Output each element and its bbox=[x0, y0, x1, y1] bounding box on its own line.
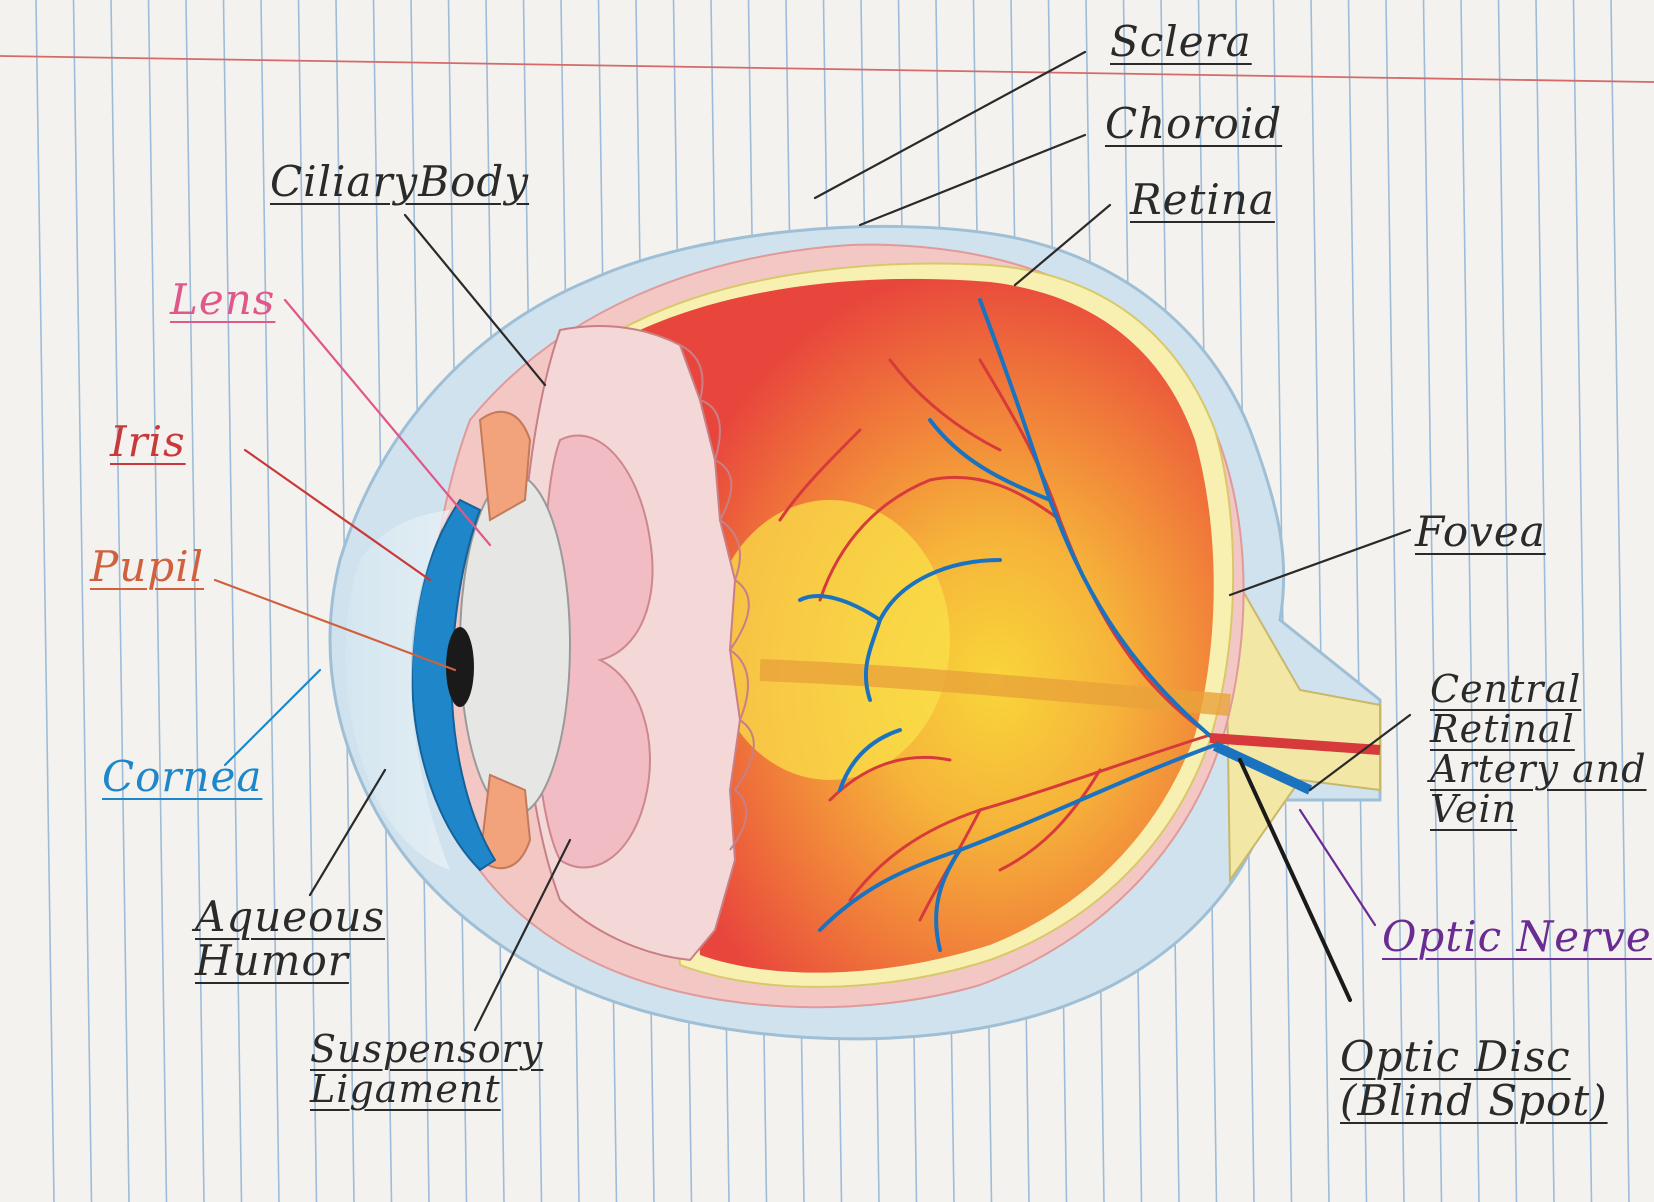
label-aqueous-humor: Aqueous Humor bbox=[195, 892, 386, 986]
optic-fibre-band bbox=[759, 659, 1231, 716]
label-aqueous-humor-line1: Aqueous bbox=[195, 892, 386, 941]
label-suspensory-ligament-line2: Ligament bbox=[310, 1066, 501, 1111]
fovea-leader bbox=[1228, 528, 1412, 597]
sclera-leader bbox=[813, 50, 1087, 200]
optic-nerve-shape bbox=[1223, 556, 1381, 884]
rule-line bbox=[185, 0, 205, 1202]
optic-disc-leader bbox=[1238, 758, 1352, 1002]
label-ciliary-body: CiliaryBody bbox=[270, 157, 530, 206]
lens-leader bbox=[283, 298, 492, 547]
rule-line bbox=[1497, 0, 1518, 1202]
rule-line bbox=[222, 0, 243, 1202]
ciliary-scallops bbox=[679, 344, 755, 851]
label-central-retinal-line3: Artery and bbox=[1430, 746, 1647, 791]
label-optic-disc: Optic Disc (Blind Spot) bbox=[1340, 1032, 1608, 1126]
choroid-leader bbox=[858, 133, 1087, 227]
label-central-retinal-line1: Central bbox=[1430, 667, 1582, 711]
label-aqueous-humor-line2: Humor bbox=[195, 936, 349, 986]
label-suspensory-ligament: Suspensory Ligament bbox=[310, 1027, 544, 1111]
notebook-margin-line bbox=[0, 55, 1654, 83]
label-pupil: Pupil bbox=[90, 542, 205, 591]
rule-line bbox=[1572, 0, 1593, 1202]
label-optic-disc-line1: Optic Disc bbox=[1340, 1032, 1571, 1081]
iris-upper bbox=[478, 410, 532, 522]
optic-nerve-leader bbox=[1298, 808, 1377, 927]
leader-lines bbox=[213, 50, 1412, 1032]
rule-line bbox=[72, 0, 93, 1202]
label-central-retinal-artery-vein: Central Retinal Artery and Vein bbox=[1430, 667, 1647, 831]
rule-line bbox=[35, 0, 55, 1202]
label-central-retinal-line4: Vein bbox=[1430, 786, 1518, 831]
label-cornea: Cornea bbox=[102, 752, 263, 801]
pupil-shape bbox=[446, 627, 474, 707]
cornea-leader bbox=[223, 668, 322, 767]
label-retina: Retina bbox=[1130, 175, 1275, 224]
rule-line bbox=[1385, 0, 1405, 1202]
yellow-core bbox=[710, 500, 950, 780]
central-vein-trunk bbox=[1212, 741, 1313, 795]
rule-line bbox=[147, 0, 168, 1202]
rule-line bbox=[1347, 0, 1368, 1202]
retina-leader bbox=[1013, 203, 1112, 287]
label-fovea: Fovea bbox=[1415, 507, 1546, 556]
rule-line bbox=[1460, 0, 1480, 1202]
rule-line bbox=[110, 0, 130, 1202]
aqueous-humor-shape bbox=[345, 510, 450, 870]
central-artery-trunk bbox=[1209, 733, 1381, 755]
label-choroid: Choroid bbox=[1105, 99, 1283, 148]
rule-line bbox=[297, 0, 318, 1202]
rule-line bbox=[1535, 0, 1555, 1202]
suspensory-ligament-leader bbox=[473, 838, 572, 1032]
pupil-leader bbox=[213, 578, 457, 672]
label-optic-disc-line2: (Blind Spot) bbox=[1340, 1076, 1608, 1126]
rule-line bbox=[1610, 0, 1630, 1202]
lens-shape bbox=[459, 474, 571, 816]
aqueous-humor-leader bbox=[308, 768, 387, 897]
ciliary-body-leader bbox=[403, 213, 547, 387]
iris-leader bbox=[243, 448, 432, 582]
label-central-retinal-line2: Retinal bbox=[1430, 706, 1575, 751]
central-retinal-leader bbox=[1308, 713, 1412, 792]
rule-line bbox=[1310, 0, 1330, 1202]
rule-line bbox=[1422, 0, 1443, 1202]
label-suspensory-ligament-line1: Suspensory bbox=[310, 1027, 544, 1071]
label-sclera: Sclera bbox=[1110, 17, 1252, 66]
retinal-veins bbox=[798, 298, 1217, 952]
label-iris: Iris bbox=[110, 417, 186, 466]
label-lens: Lens bbox=[170, 275, 276, 324]
label-optic-nerve: Optic Nerve bbox=[1382, 912, 1652, 961]
